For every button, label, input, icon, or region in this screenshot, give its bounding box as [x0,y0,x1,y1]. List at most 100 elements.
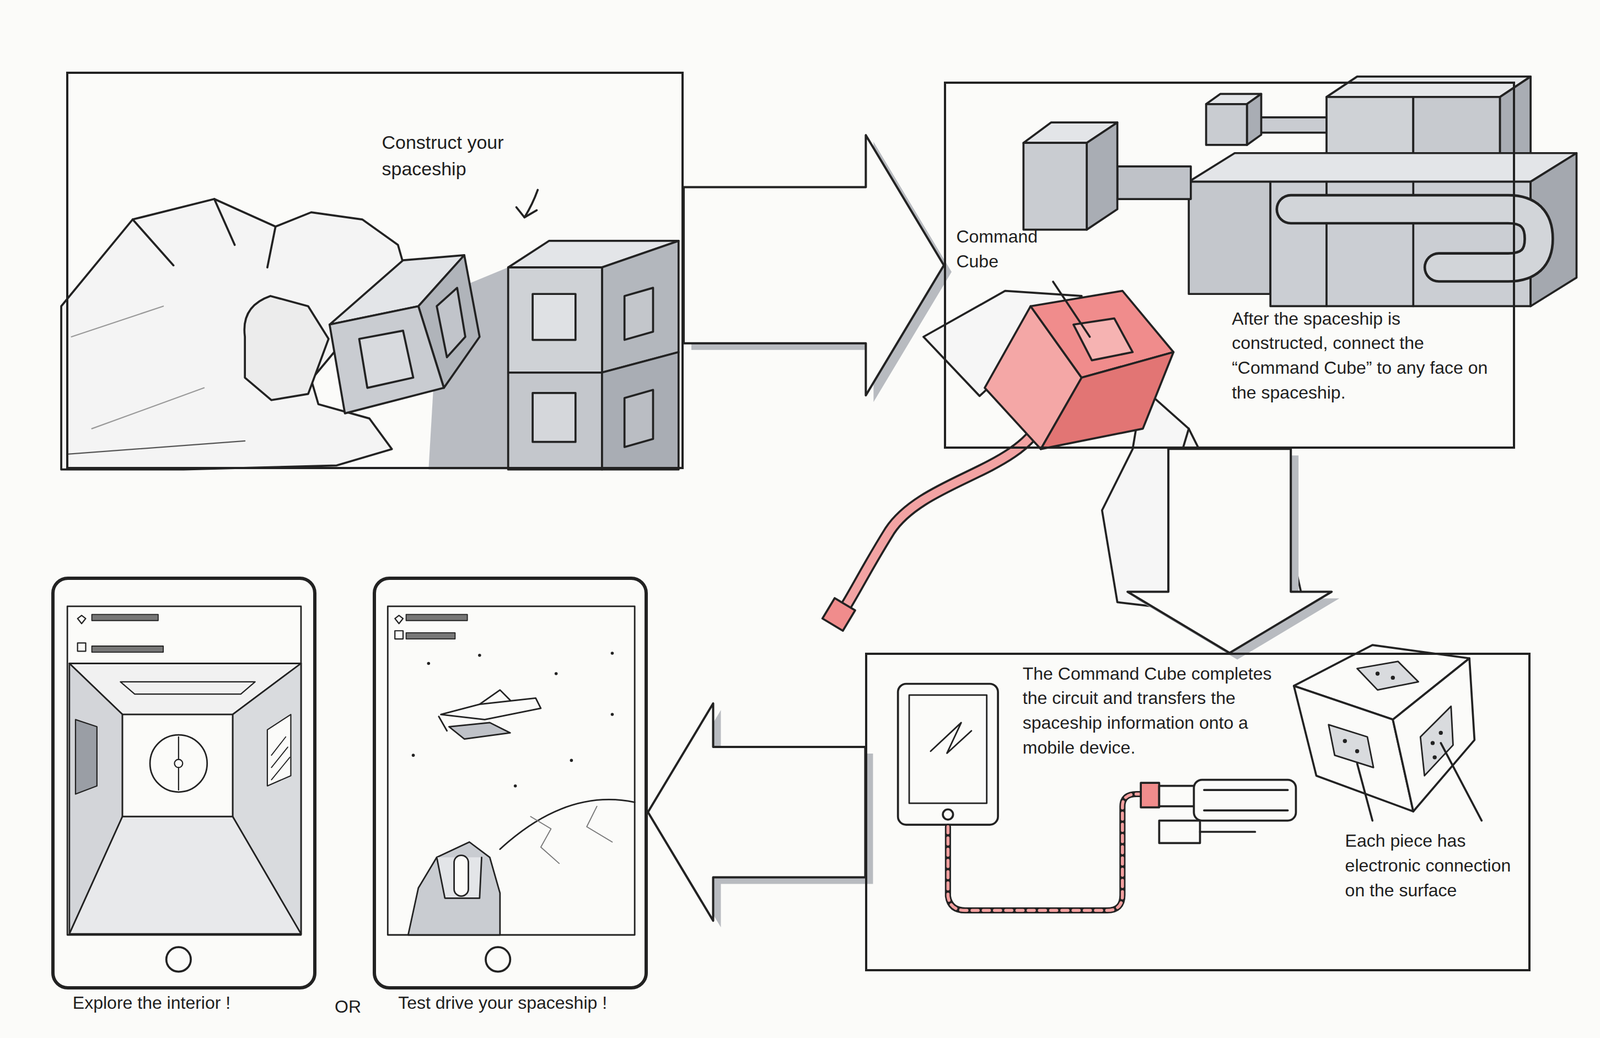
cube-stack [624,389,654,448]
callout-label: Command Cube [956,224,1059,275]
leader-line [1053,281,1091,337]
flow-arrow [647,703,873,928]
tablet-screen-art [441,698,541,720]
tablet-screen-art [485,947,510,972]
spaceship-model [1326,76,1531,98]
tablet-screen-art [267,714,292,787]
storyboard-panel: The Command Cube completes the circuit a… [865,652,1531,971]
spaceship-model [1188,181,1271,295]
hand-sketch [244,296,329,401]
spaceship-model [1188,153,1577,182]
cube-stack [508,240,679,470]
tablet-screen-art [122,714,233,817]
note-text: After the spaceship is constructed, conn… [1231,306,1489,406]
tablet-screen-art [149,734,208,793]
usb-cable [1140,782,1159,808]
tablet-screen: Test drive your spaceship ! [372,576,649,991]
tablet-screen-art [120,682,255,695]
tablet-screen-art [411,753,416,757]
connection-cube [1432,755,1437,760]
tablet-screen-art [448,722,510,740]
held-cube [436,287,466,358]
mobile-device [898,684,998,826]
cube-stack [508,372,603,470]
connection-cube [1420,706,1453,776]
block-arrow [647,703,866,921]
tablet-screen-art [407,842,501,936]
leader-line [1440,743,1482,821]
mobile-device [898,684,998,826]
connection-cube [1439,731,1443,735]
spaceship-model [1023,142,1087,230]
tablet-screen-art [92,614,159,621]
spaceship-model [1200,830,1256,834]
panel-ground-line [67,441,245,455]
tablet-screen-art [406,614,468,621]
spaceship-model [1247,93,1262,146]
tablet-screen-art [77,642,87,652]
note-text: Each piece has electronic connection on … [1345,828,1519,903]
pointer-arrow [516,189,538,218]
tablet-screen-art [394,630,404,640]
choice-label: OR [334,994,362,1020]
tablet-screen-art [610,712,615,717]
cube-stack [602,352,679,470]
spaceship-model [1290,209,1539,268]
spaceship-model [1158,780,1296,844]
held-cube [329,255,480,414]
tablet-screen-art [67,606,302,936]
spaceship-model [1023,76,1577,307]
tablet-screen-art [67,606,302,973]
panel-ground-line [67,441,245,455]
connection-cube [1343,671,1443,760]
tablet-screen-art [570,759,574,763]
tablet-screen-art [513,784,518,788]
held-cube [358,330,413,389]
tablet-screen-art [75,719,98,794]
usb-cable [947,793,1143,911]
tablet-screen-art [478,653,482,658]
hand-sketch [71,305,205,429]
spaceship-model [1206,104,1248,146]
tablet-screen-art [394,615,404,624]
spaceship-model [1158,820,1200,844]
spaceship-model [1117,166,1191,200]
tablet-screen-art [406,632,456,640]
tablet-screen-art [479,690,511,705]
cube-stack [602,240,679,373]
tablet-screen-art [166,947,191,972]
mobile-device [942,809,954,820]
screen-caption: Test drive your spaceship ! [398,990,608,1016]
mobile-device [909,695,987,804]
connection-cube [1343,739,1347,744]
cube-stack [532,393,576,443]
spaceship-model [1086,122,1118,230]
flow-arrow [683,135,952,402]
spaceship-model [1193,780,1296,821]
tablet-screen-art [610,651,615,655]
connection-cube [1294,685,1414,812]
tablet-screen-art [554,672,558,676]
mobile-device [930,722,972,754]
tablet-screen-art [427,662,431,666]
tablet-screen-art [174,759,183,769]
tablet-screen-art [454,855,469,897]
cube-stack [624,287,654,340]
connection-cube [1294,645,1475,812]
connection-cube [1355,749,1360,754]
cube-stack [508,267,603,373]
cube-stack [532,293,576,340]
panel-caption: Construct your spaceship [381,129,537,182]
pointer-arrow [516,207,537,218]
leader-line [1053,281,1091,337]
screen-caption: Explore the interior ! [72,990,231,1016]
block-arrow [1127,448,1332,653]
connection-cube [1391,675,1395,680]
tablet-screen-art [178,737,180,791]
tablet-screen-art [387,606,635,973]
usb-cable [947,782,1159,911]
tablet-screen-art [271,737,290,781]
tablet-screen-art [387,606,635,936]
